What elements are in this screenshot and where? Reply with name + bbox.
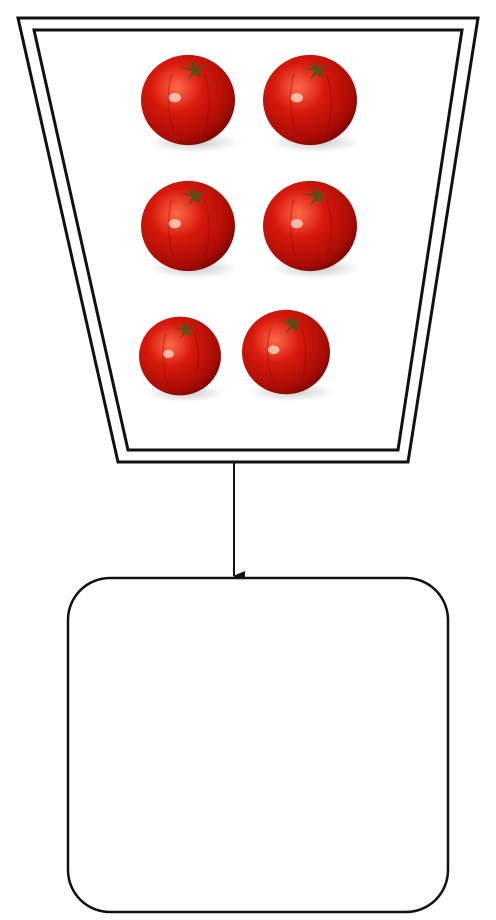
output-box bbox=[68, 578, 448, 912]
funnel-inner-outline bbox=[34, 30, 462, 450]
funnel bbox=[18, 18, 478, 462]
